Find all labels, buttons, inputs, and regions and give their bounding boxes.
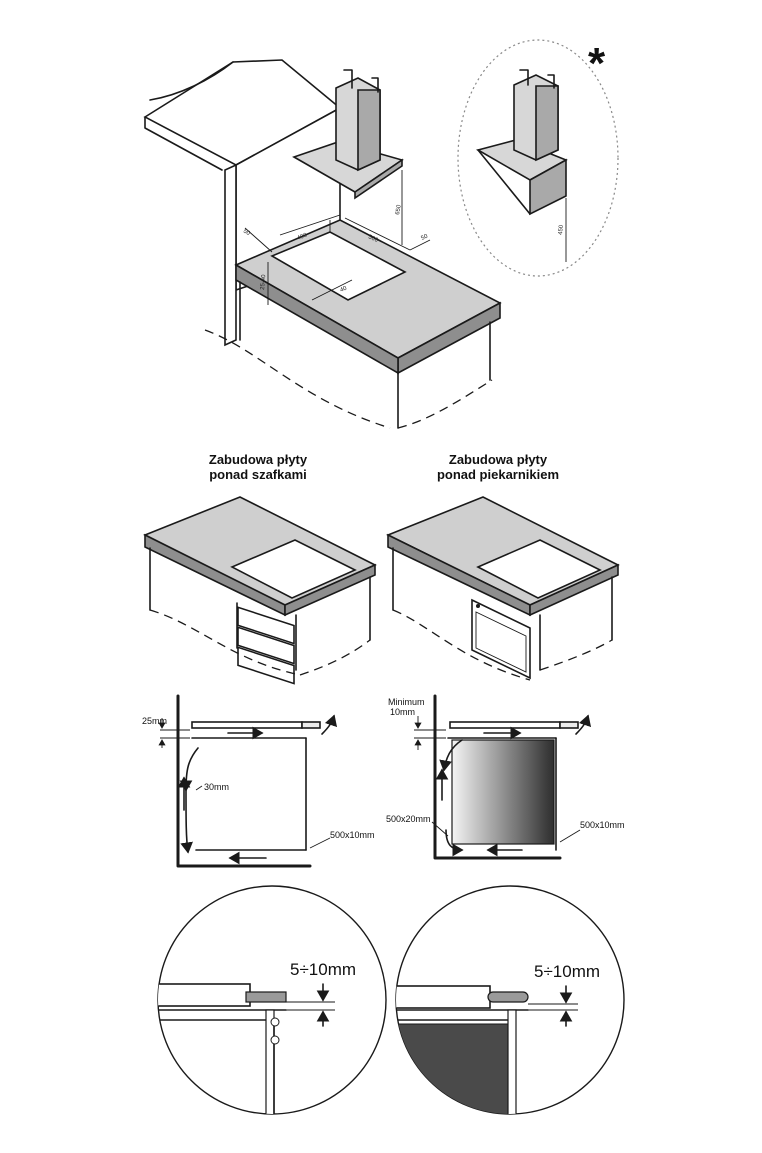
dim-650: 650: [395, 204, 403, 216]
hob-oven: [476, 539, 602, 599]
hob-cabinets: [230, 539, 357, 599]
dotted-ellipse: [457, 39, 619, 277]
kitchen-isometric: 650 490 560 50 50 25-40 40: [143, 59, 502, 429]
detail-left: 5÷10mm: [157, 885, 387, 1115]
label-minimum-1: Minimum: [388, 697, 425, 707]
label-opening-left: 500x10mm: [330, 830, 375, 840]
title-oven-line2: ponad piekarnikiem: [436, 467, 560, 482]
title-cabinets: Zabudowa płyty ponad szafkami: [148, 452, 368, 482]
install-over-oven: [386, 496, 620, 681]
airflow-left: 25mm 30mm 500x10mm: [142, 694, 375, 868]
asterisk-mark: *: [588, 39, 606, 88]
label-gap-detail-right: 5÷10mm: [534, 962, 600, 981]
label-minimum-2: 10mm: [390, 707, 415, 717]
wall-top: [143, 59, 342, 166]
dim-490: 490: [297, 232, 309, 242]
detail-right: 5÷10mm: [395, 885, 625, 1115]
title-cabinets-line1: Zabudowa płyty: [208, 452, 308, 467]
oven-box: [451, 739, 555, 845]
dim-560: 560: [367, 234, 379, 244]
hood-alternative: 450: [457, 39, 619, 277]
label-opening-bottom: 500x20mm: [386, 814, 431, 824]
hob-cutout: [270, 231, 407, 301]
oven-front: [471, 598, 531, 680]
label-opening-right: 500x10mm: [580, 820, 625, 830]
label-30mm: 30mm: [204, 782, 229, 792]
dim-450: 450: [558, 224, 565, 235]
dim-50-left: 50: [242, 229, 251, 238]
title-cabinets-line2: ponad szafkami: [209, 467, 307, 482]
label-gap-detail-left: 5÷10mm: [290, 960, 356, 979]
install-over-cabinets: [143, 496, 377, 685]
airflow-right: Minimum 10mm 500x20mm 500x10mm: [386, 694, 625, 860]
title-oven-line1: Zabudowa płyty: [448, 452, 548, 467]
label-gap-left: 25mm: [142, 716, 167, 726]
dim-50-right: 50: [420, 233, 429, 241]
dim-40: 40: [339, 285, 348, 293]
wall-side: [224, 163, 237, 347]
dim-25-40: 25-40: [260, 274, 267, 290]
title-oven: Zabudowa płyty ponad piekarnikiem: [388, 452, 608, 482]
